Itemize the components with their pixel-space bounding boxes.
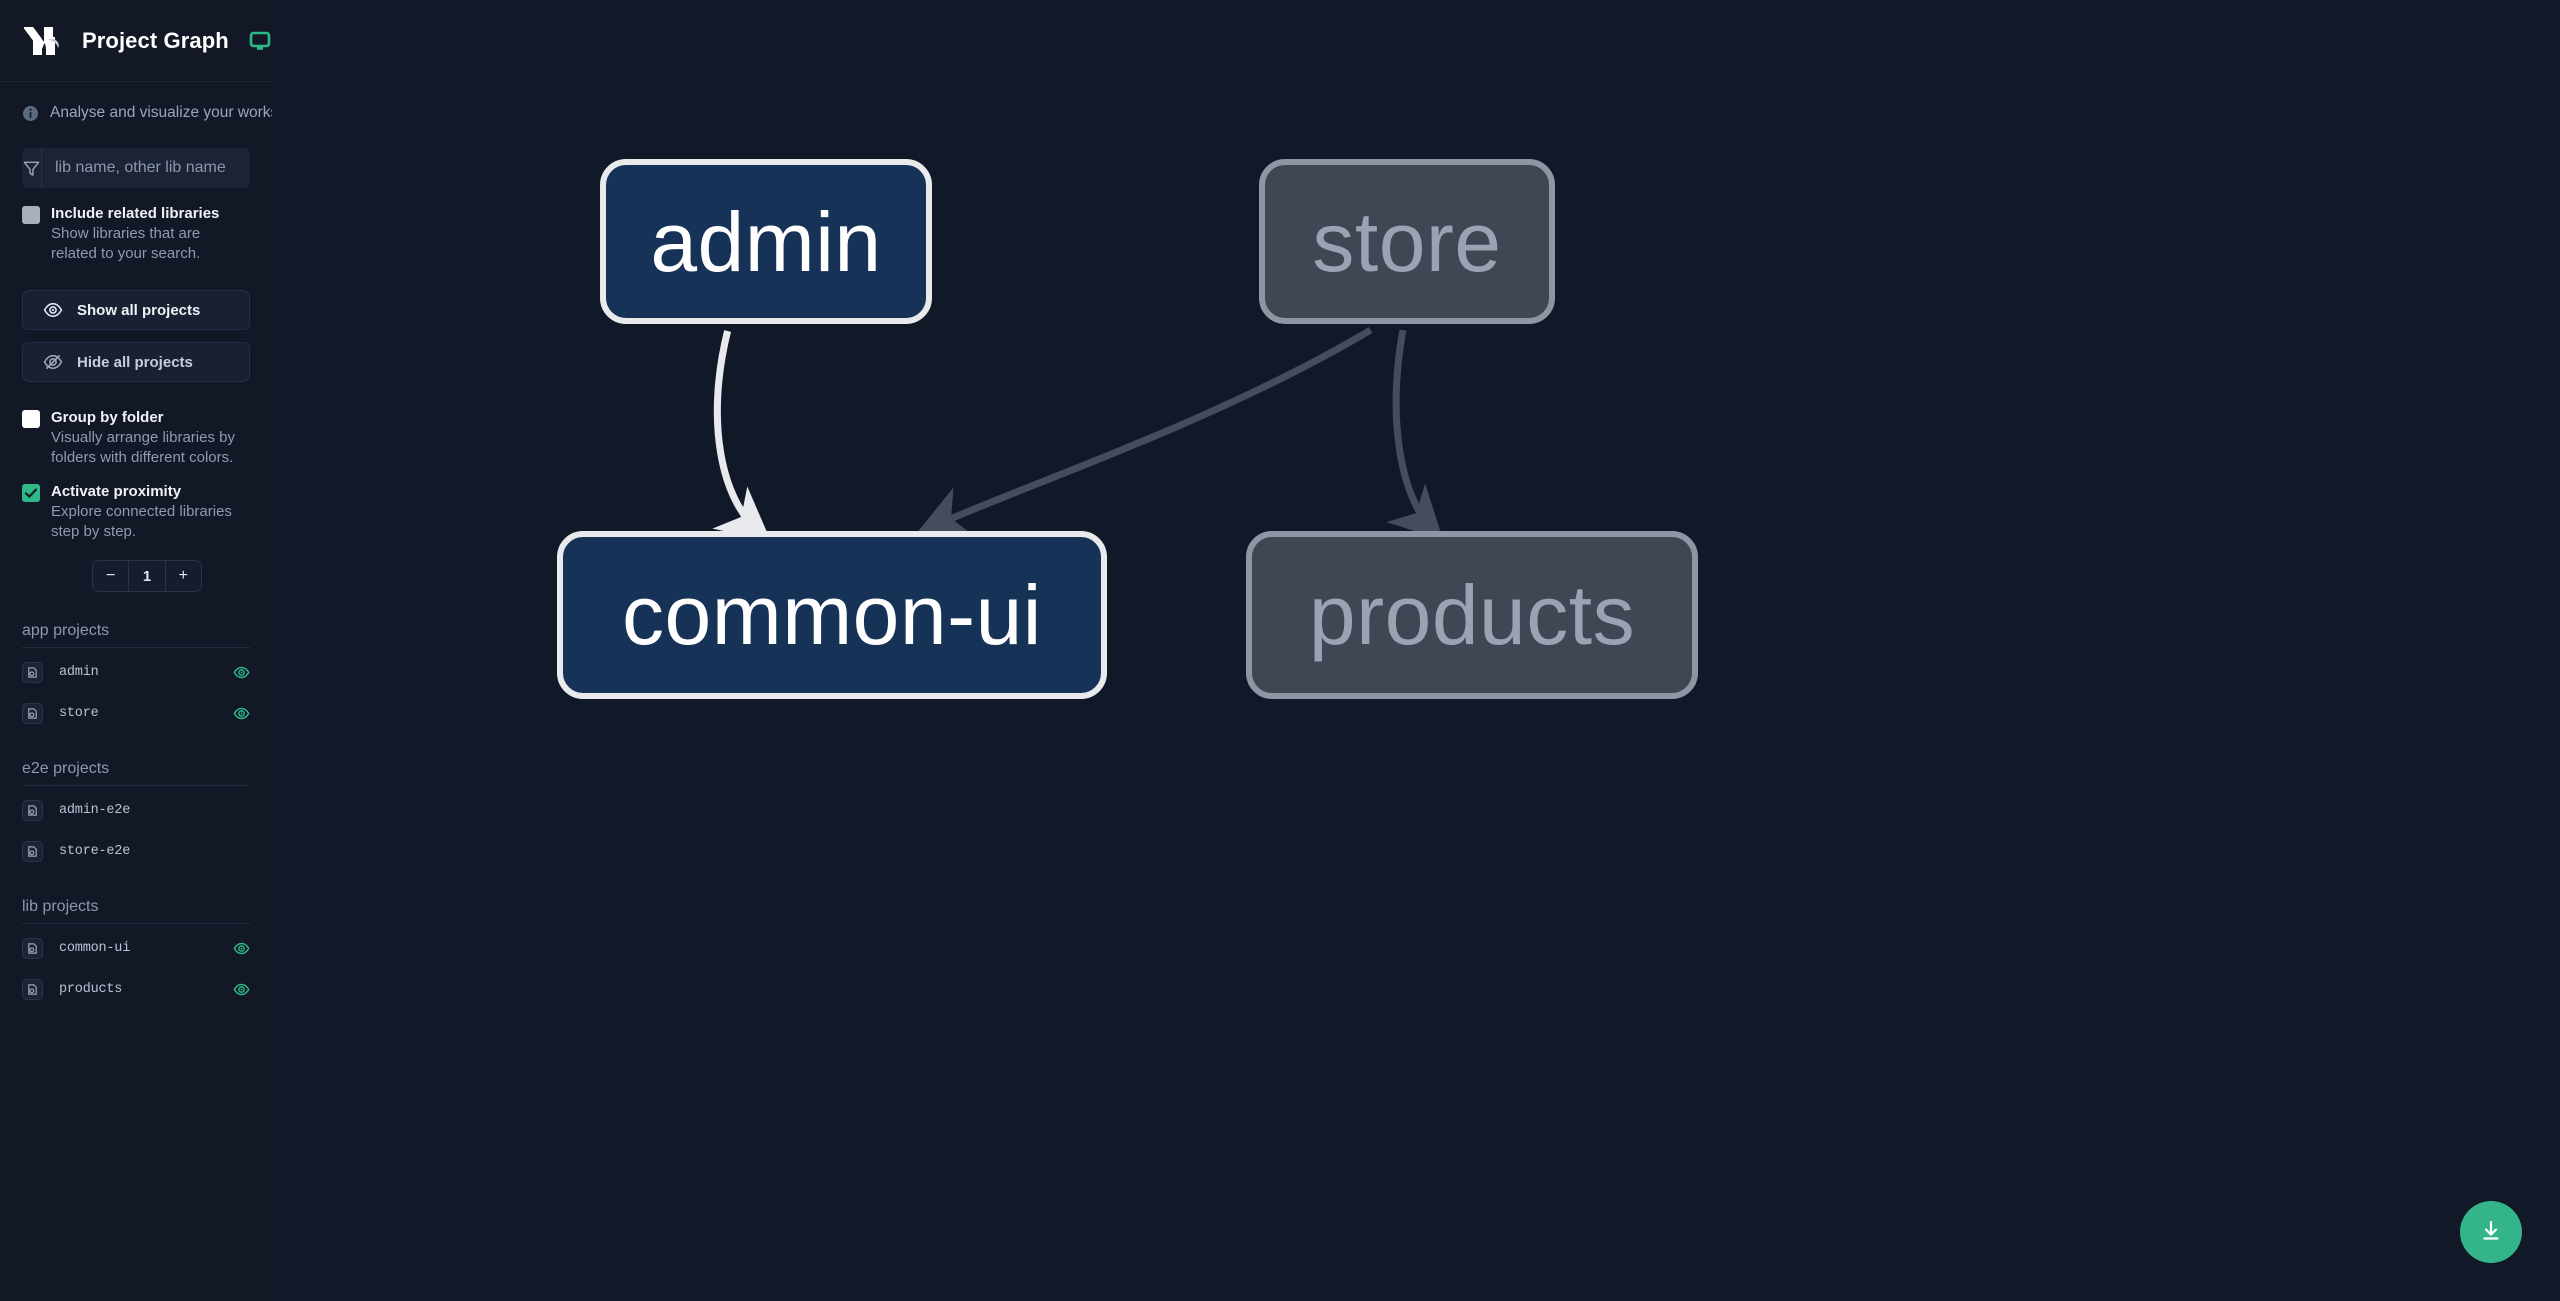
project-row-products[interactable]: products xyxy=(22,972,250,1006)
show-all-projects-button[interactable]: Show all projects xyxy=(22,290,250,330)
include-related-libraries-sub: Show libraries that are related to your … xyxy=(51,225,201,262)
group-lib-projects: lib projects common-ui xyxy=(0,898,272,1006)
graph-edges xyxy=(712,326,1444,541)
graph-node-products[interactable]: products xyxy=(1246,531,1698,699)
sidebar-description: Analyse and visualize your workspace. xyxy=(0,82,316,122)
hide-all-projects-button[interactable]: Hide all projects xyxy=(22,342,250,382)
group-lib-projects-title: lib projects xyxy=(22,898,99,915)
graph-canvas[interactable]: admin store common-ui products xyxy=(272,0,2560,1301)
option-activate-proximity[interactable]: Activate proximity Explore connected lib… xyxy=(0,482,272,542)
edge-store-to-common-ui xyxy=(916,326,1373,538)
group-app-projects: app projects admin xyxy=(0,622,272,730)
divider xyxy=(22,785,250,786)
monitor-icon[interactable] xyxy=(249,30,271,52)
project-name: admin-e2e xyxy=(59,802,131,818)
eye-icon[interactable] xyxy=(233,664,250,681)
project-icon xyxy=(22,799,43,821)
graph-node-label: store xyxy=(1312,194,1502,289)
project-icon xyxy=(22,661,43,683)
hide-all-projects-label: Hide all projects xyxy=(77,353,193,371)
divider xyxy=(22,923,250,924)
page-title: Project Graph xyxy=(82,27,229,53)
info-icon xyxy=(22,105,39,122)
project-name: store xyxy=(59,705,99,721)
eye-icon[interactable] xyxy=(233,940,250,957)
eye-icon[interactable] xyxy=(233,705,250,722)
group-e2e-projects: e2e projects admin-e2e xyxy=(0,760,272,868)
graph-node-label: common-ui xyxy=(622,568,1042,662)
project-row-admin[interactable]: admin xyxy=(22,655,250,689)
search-input[interactable] xyxy=(42,148,250,188)
include-related-libraries-checkbox[interactable] xyxy=(22,206,40,224)
activate-proximity-label: Activate proximity xyxy=(51,483,182,500)
activate-proximity-checkbox[interactable] xyxy=(22,484,40,502)
graph-node-label: admin xyxy=(650,194,882,289)
project-icon xyxy=(22,978,43,1000)
sidebar-header: Project Graph xyxy=(0,0,272,82)
graph-node-common-ui[interactable]: common-ui xyxy=(557,531,1107,699)
project-row-store[interactable]: store xyxy=(22,696,250,730)
graph-node-admin[interactable]: admin xyxy=(600,159,932,324)
download-graph-button[interactable] xyxy=(2460,1201,2522,1263)
show-all-projects-label: Show all projects xyxy=(77,301,201,319)
eye-off-icon xyxy=(43,352,63,372)
group-by-folder-checkbox[interactable] xyxy=(22,410,40,428)
project-icon xyxy=(22,937,43,959)
group-e2e-projects-title: e2e projects xyxy=(22,760,110,777)
search-bar[interactable] xyxy=(22,148,250,188)
option-include-related-libraries[interactable]: Include related libraries Show libraries… xyxy=(0,204,272,264)
include-related-libraries-label: Include related libraries xyxy=(51,205,220,222)
option-group-by-folder[interactable]: Group by folder Visually arrange librari… xyxy=(0,408,272,468)
project-name: common-ui xyxy=(59,940,131,956)
group-app-projects-title: app projects xyxy=(22,622,110,639)
eye-icon xyxy=(43,300,63,320)
divider xyxy=(22,647,250,648)
eye-icon[interactable] xyxy=(233,981,250,998)
proximity-decrement-button[interactable]: − xyxy=(105,567,116,584)
proximity-stepper[interactable]: − 1 + xyxy=(92,560,202,592)
sidebar-description-text: Analyse and visualize your workspace. xyxy=(50,104,317,121)
project-icon xyxy=(22,840,43,862)
filter-funnel-icon xyxy=(22,148,42,188)
group-by-folder-sub: Visually arrange libraries by folders wi… xyxy=(51,429,235,466)
proximity-value: 1 xyxy=(128,561,166,591)
project-name: store-e2e xyxy=(59,843,131,859)
activate-proximity-sub: Explore connected libraries step by step… xyxy=(51,503,232,540)
graph-node-store[interactable]: store xyxy=(1259,159,1555,324)
project-row-store-e2e[interactable]: store-e2e xyxy=(22,834,250,868)
sidebar: Project Graph Analyse and visualize your… xyxy=(0,0,316,1301)
project-name: admin xyxy=(59,664,99,680)
edge-admin-to-common-ui xyxy=(712,330,771,541)
group-by-folder-label: Group by folder xyxy=(51,409,164,426)
nx-logo-icon xyxy=(22,21,66,61)
project-row-admin-e2e[interactable]: admin-e2e xyxy=(22,793,250,827)
download-icon xyxy=(2478,1218,2504,1247)
proximity-increment-button[interactable]: + xyxy=(178,567,188,584)
graph-node-label: products xyxy=(1308,568,1636,662)
project-icon xyxy=(22,702,43,724)
project-name: products xyxy=(59,981,123,997)
project-row-common-ui[interactable]: common-ui xyxy=(22,931,250,965)
edge-store-to-products xyxy=(1386,329,1444,540)
